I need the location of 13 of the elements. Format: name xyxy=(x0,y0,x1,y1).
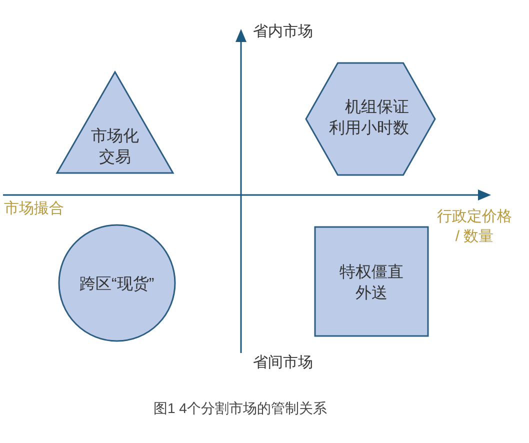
node-label: 市场化交易 xyxy=(90,126,140,168)
axis-label: 省内市场 xyxy=(253,22,313,42)
square-shape xyxy=(314,226,429,337)
circle-shape xyxy=(58,224,176,342)
axis-label: 市场撮合 xyxy=(4,199,64,219)
axis-label: 省间市场 xyxy=(253,353,313,373)
node-label: 跨区“现货” xyxy=(80,275,154,295)
figure-caption: 图1 4个分割市场的管制关系 xyxy=(154,399,327,418)
node-label: 机组保证利用小时数 xyxy=(329,98,410,139)
axis-label: 行政定价格 / 数量 xyxy=(436,207,513,247)
node-label: 特权僵直外送 xyxy=(338,262,405,304)
hexagon-shape xyxy=(305,62,436,176)
triangle-shape xyxy=(56,71,174,174)
